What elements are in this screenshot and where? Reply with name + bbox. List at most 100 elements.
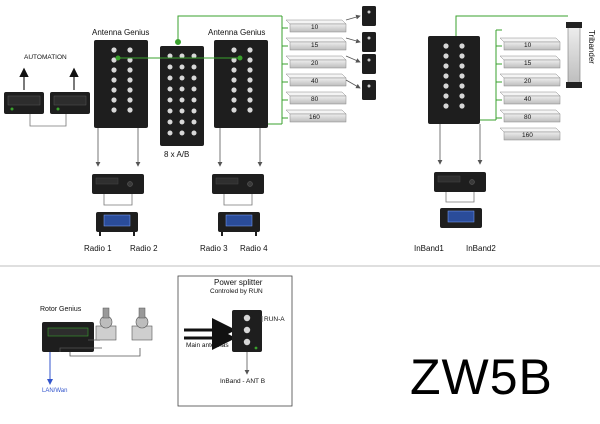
band-plate[interactable] — [289, 23, 347, 33]
radio-3-label: Radio 3 — [200, 244, 228, 253]
port-connector[interactable] — [443, 53, 449, 59]
rotor-1[interactable] — [95, 307, 117, 341]
band-plate[interactable] — [289, 113, 347, 123]
port-connector[interactable] — [231, 77, 237, 83]
port-connector[interactable] — [231, 67, 237, 73]
port-connector[interactable] — [111, 57, 117, 63]
band-plate[interactable] — [503, 95, 561, 105]
automation-box-1[interactable] — [4, 92, 44, 114]
port-connector[interactable] — [247, 97, 253, 103]
band-plate[interactable] — [503, 59, 561, 69]
port-connector[interactable] — [127, 87, 133, 93]
matrix-port[interactable] — [167, 64, 173, 70]
matrix-port[interactable] — [167, 119, 173, 125]
antenna-genius-2[interactable] — [214, 40, 268, 128]
tribander-antenna[interactable] — [566, 22, 582, 88]
port-connector[interactable] — [459, 63, 465, 69]
port-connector[interactable] — [231, 47, 237, 53]
band-plate[interactable] — [289, 77, 347, 87]
port-connector[interactable] — [247, 67, 253, 73]
amplifier-3[interactable] — [434, 172, 486, 192]
matrix-port[interactable] — [179, 97, 185, 103]
matrix-port[interactable] — [167, 53, 173, 59]
matrix-port[interactable] — [179, 108, 185, 114]
matrix-port[interactable] — [179, 130, 185, 136]
matrix-port[interactable] — [167, 86, 173, 92]
port-connector[interactable] — [111, 67, 117, 73]
matrix-port[interactable] — [179, 75, 185, 81]
port-connector[interactable] — [231, 97, 237, 103]
matrix-port[interactable] — [167, 130, 173, 136]
matrix-port[interactable] — [191, 97, 197, 103]
matrix-port[interactable] — [191, 86, 197, 92]
radio-unit-3[interactable] — [440, 208, 482, 228]
port-connector[interactable] — [231, 87, 237, 93]
port-connector[interactable] — [443, 43, 449, 49]
automation-box-2[interactable] — [50, 92, 90, 114]
band-plate[interactable] — [289, 95, 347, 105]
band-plate[interactable] — [289, 59, 347, 69]
port-connector[interactable] — [459, 83, 465, 89]
band-plate[interactable] — [289, 41, 347, 51]
port-connector[interactable] — [111, 87, 117, 93]
antenna-genius-1[interactable] — [94, 40, 148, 128]
port-connector[interactable] — [443, 73, 449, 79]
port-connector[interactable] — [247, 77, 253, 83]
rotor-2[interactable] — [131, 307, 153, 341]
amplifier-2[interactable] — [212, 174, 264, 194]
port-connector[interactable] — [111, 77, 117, 83]
port-connector[interactable] — [127, 57, 133, 63]
port-connector[interactable] — [111, 97, 117, 103]
matrix-port[interactable] — [167, 75, 173, 81]
band-plate[interactable] — [503, 77, 561, 87]
port-connector[interactable] — [247, 47, 253, 53]
port-connector[interactable] — [459, 93, 465, 99]
port-connector[interactable] — [127, 67, 133, 73]
port-connector[interactable] — [127, 47, 133, 53]
band-plate[interactable] — [503, 41, 561, 51]
port-connector[interactable] — [443, 93, 449, 99]
radio-unit-2[interactable] — [218, 212, 260, 236]
matrix-port[interactable] — [191, 53, 197, 59]
port-connector[interactable] — [231, 107, 237, 113]
station-callsign: ZW5B — [410, 349, 553, 405]
port-connector[interactable] — [231, 57, 237, 63]
matrix-port[interactable] — [179, 86, 185, 92]
matrix-port[interactable] — [191, 130, 197, 136]
port-connector[interactable] — [247, 87, 253, 93]
radio-unit-1[interactable] — [96, 212, 138, 236]
run-a-label: RUN-A — [264, 316, 285, 323]
antenna-genius-3[interactable] — [428, 36, 480, 124]
power-splitter-unit[interactable] — [232, 310, 262, 352]
port-connector[interactable] — [127, 97, 133, 103]
port-connector[interactable] — [459, 43, 465, 49]
matrix-port[interactable] — [179, 53, 185, 59]
port-connector[interactable] — [443, 63, 449, 69]
port-connector[interactable] — [459, 53, 465, 59]
matrix-port[interactable] — [191, 108, 197, 114]
port-connector[interactable] — [247, 107, 253, 113]
port-connector[interactable] — [111, 107, 117, 113]
matrix-port[interactable] — [179, 119, 185, 125]
port-connector[interactable] — [459, 103, 465, 109]
matrix-port[interactable] — [167, 97, 173, 103]
matrix-port[interactable] — [191, 64, 197, 70]
matrix-port[interactable] — [179, 64, 185, 70]
port-connector[interactable] — [247, 57, 253, 63]
port-connector[interactable] — [443, 83, 449, 89]
band-plate[interactable] — [503, 131, 561, 141]
amplifier-1[interactable] — [92, 174, 144, 194]
switch-matrix-8xab[interactable] — [160, 46, 204, 146]
matrix-port[interactable] — [191, 119, 197, 125]
matrix-port[interactable] — [167, 108, 173, 114]
rotor-genius-unit[interactable] — [42, 322, 94, 352]
port-connector[interactable] — [127, 77, 133, 83]
port-connector[interactable] — [459, 73, 465, 79]
port-connector[interactable] — [443, 103, 449, 109]
port-connector[interactable] — [127, 107, 133, 113]
power-splitter-subtitle: Controled by RUN — [210, 288, 263, 295]
band-plate[interactable] — [503, 113, 561, 123]
matrix-port[interactable] — [191, 75, 197, 81]
port-connector[interactable] — [111, 47, 117, 53]
rotor-genius-label: Rotor Genius — [40, 306, 82, 313]
